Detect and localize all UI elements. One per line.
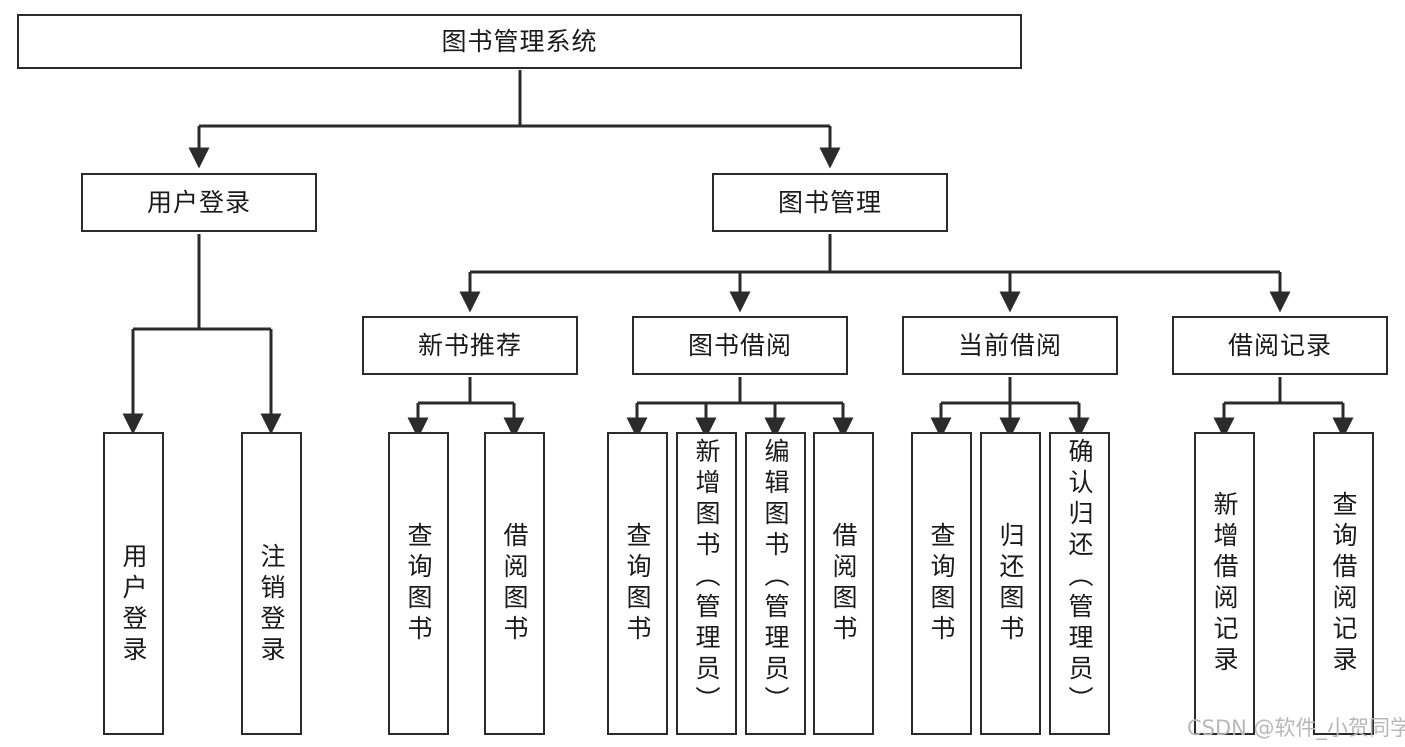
leaf-borrow-book[interactable]: 借阅图书 [813,432,874,735]
leaf-user-login[interactable]: 用户登录 [103,432,164,735]
node-label: 用户登录 [146,188,251,217]
node-user-login[interactable]: 用户登录 [81,173,317,232]
node-new-book-recommend[interactable]: 新书推荐 [362,316,578,375]
node-current-borrow[interactable]: 当前借阅 [902,316,1118,375]
leaf-search-book-recommend[interactable]: 查询图书 [388,432,449,735]
node-label: 借阅记录 [1227,331,1332,360]
node-label: 归还图书 [996,521,1025,646]
leaf-search-borrow-record[interactable]: 查询借阅记录 [1313,432,1374,735]
node-label: 当前借阅 [957,331,1062,360]
node-label: 新增图书（管理员） [692,438,721,717]
leaf-add-book-admin[interactable]: 新增图书（管理员） [676,432,737,735]
node-label: 查询图书 [927,521,956,646]
node-label: 图书管理 [777,188,882,217]
node-borrow-record[interactable]: 借阅记录 [1172,316,1388,375]
leaf-user-logout[interactable]: 注销登录 [241,432,302,735]
leaf-search-book[interactable]: 查询图书 [607,432,668,735]
node-book-management[interactable]: 图书管理 [712,173,948,232]
node-root-system[interactable]: 图书管理系统 [17,14,1022,69]
node-label: 图书借阅 [687,331,792,360]
leaf-borrow-book-recommend[interactable]: 借阅图书 [484,432,545,735]
node-label: 查询图书 [623,521,652,646]
node-label: 新增借阅记录 [1210,490,1239,677]
leaf-return-book[interactable]: 归还图书 [980,432,1041,735]
leaf-search-book-current[interactable]: 查询图书 [911,432,972,735]
node-label: 确认归还（管理员） [1065,438,1094,717]
node-book-borrow[interactable]: 图书借阅 [632,316,848,375]
node-label: 查询图书 [404,521,433,646]
node-label: 注销登录 [257,543,286,667]
leaf-edit-book-admin[interactable]: 编辑图书（管理员） [745,432,806,735]
node-label: 用户登录 [119,543,148,667]
node-label: 编辑图书（管理员） [761,438,790,717]
leaf-confirm-return-admin[interactable]: 确认归还（管理员） [1049,432,1110,735]
node-label: 借阅图书 [500,521,529,646]
node-label: 新书推荐 [417,331,522,360]
watermark-credit: CSDN @软件_小贺同学 [1187,716,1405,740]
leaf-add-borrow-record[interactable]: 新增借阅记录 [1194,432,1255,735]
node-label: 查询借阅记录 [1329,490,1358,677]
node-label: 借阅图书 [829,521,858,646]
node-label: 图书管理系统 [441,27,598,56]
